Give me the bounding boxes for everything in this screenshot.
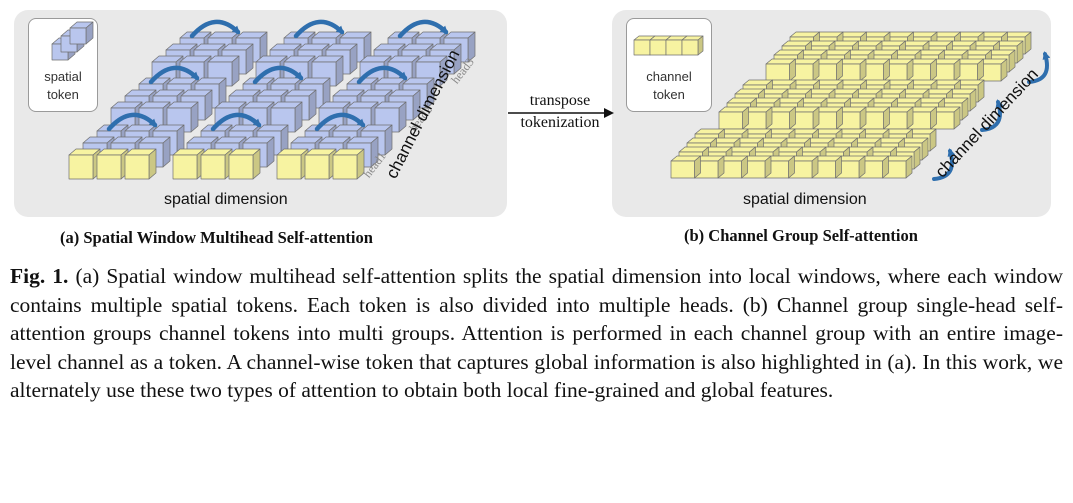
channel-token-icon-cube-3 (681, 35, 704, 56)
channel-token-icon-cube-1-front (649, 39, 667, 56)
channel-attention-arrow-0 (1027, 51, 1051, 84)
attention-arrow-r1-w0 (148, 65, 200, 85)
channel-group-bars (670, 31, 1032, 179)
attention-arrow-r0-w1 (293, 19, 345, 39)
channel-token-legend (626, 18, 712, 112)
channel-cell-g1-l0-c9 (930, 106, 961, 130)
channel-cell-g1-l0-c5 (836, 106, 867, 130)
channel-cell-g1-l0-c7 (883, 106, 914, 130)
subcaption-a: (a) Spatial Window Multihead Self-attent… (60, 228, 373, 247)
token-r2-w0-l0-t2 (124, 148, 157, 180)
token-r2-w1-l0-t0-front (172, 154, 198, 180)
token-r2-w2-l0-t1 (304, 148, 337, 180)
channel-attention-arrow-2 (932, 148, 956, 181)
spatial-dimension-label-a: spatial dimension (164, 191, 288, 208)
token-r2-w1-l0-t1 (200, 148, 233, 180)
attention-arrow-r2-w2 (314, 112, 366, 132)
token-r2-w1-l0-t0 (172, 148, 205, 180)
spatial-dimension-label-b: spatial dimension (743, 191, 867, 208)
channel-attention-arrow-1 (980, 99, 1004, 132)
attention-diagram (51, 19, 1051, 181)
token-r2-w1-l0-t1-front (200, 154, 226, 180)
subcaption-b: (b) Channel Group Self-attention (684, 226, 918, 245)
token-r2-w1-l0-t2 (228, 148, 261, 180)
channel-cell-g1-l0-c0 (718, 106, 749, 130)
spatial-window-blocks (68, 31, 476, 180)
token-r2-w0-l0-t0 (68, 148, 101, 180)
token-r2-w0-l0-t1-front (96, 154, 122, 180)
channel-token-icon-cube-2-front (665, 39, 683, 56)
channel-token-legend-label: channel token (646, 69, 692, 102)
token-r2-w2-l0-t1-front (304, 154, 330, 180)
channel-cell-g2-l0-c3 (741, 155, 772, 179)
attention-arrow-r0-w2 (397, 19, 449, 39)
channel-cell-g0-l0-c2 (812, 58, 843, 82)
token-r2-w1-l0-t2-front (228, 154, 254, 180)
spatial-token-icon-cube-2 (69, 21, 94, 45)
token-r2-w0-l0-t1 (96, 148, 129, 180)
caption-text: (a) Spatial window multihead self-attent… (10, 264, 1064, 402)
transpose-label: transpose (529, 92, 591, 109)
spatial-attention-arrows (106, 19, 449, 132)
attention-arrow-r1-w2 (356, 65, 408, 85)
attention-arrow-r1-w1 (252, 65, 304, 85)
token-r2-w2-l0-t0 (276, 148, 309, 180)
figure-caption: Fig. 1. (a) Spatial window multihead sel… (10, 262, 1063, 405)
channel-cell-g0-l0-c0 (765, 58, 796, 82)
token-r2-w2-l0-t2-front (332, 154, 358, 180)
attention-arrow-r0-w0 (189, 19, 241, 39)
channel-cell-g2-l0-c5 (788, 155, 819, 179)
token-r2-w2-l0-t2 (332, 148, 365, 180)
figure-label: Fig. 1. (10, 264, 69, 288)
channel-cell-g1-l0-c0-front (718, 111, 743, 130)
channel-cell-g0-l0-c0-front (765, 63, 790, 82)
channel-token-icon-cube-0-front (633, 39, 651, 56)
legend-token-icons (51, 21, 704, 61)
spatial-token-legend-label: spatial token (44, 69, 82, 102)
channel-token-icon-cube-3-front (681, 39, 699, 56)
attention-arrow-r2-w0 (106, 112, 158, 132)
token-r2-w0-l0-t0-front (68, 154, 94, 180)
channel-cell-g2-l0-c0 (670, 155, 701, 179)
spatial-token-icon-cube-2-front (69, 27, 87, 45)
channel-attention-arrows (932, 51, 1051, 181)
tokenization-label: tokenization (520, 114, 600, 131)
attention-arrow-r2-w1 (210, 112, 262, 132)
channel-cell-g2-l0-c0-front (670, 160, 695, 179)
token-r2-w0-l0-t2-front (124, 154, 150, 180)
token-r2-w2-l0-t0-front (276, 154, 302, 180)
